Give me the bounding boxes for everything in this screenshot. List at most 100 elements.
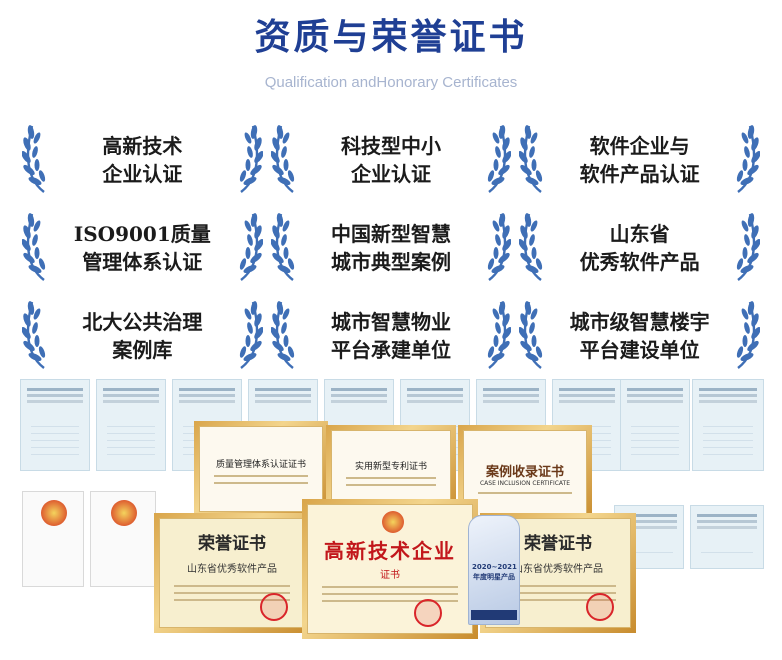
award-label: 中国新型智慧城市典型案例: [331, 220, 451, 276]
divider: [322, 586, 458, 588]
award-label: ISO9001质量管理体系认证: [74, 220, 211, 276]
red-seal-icon: [414, 599, 442, 627]
award-line-2: 企业认证: [102, 162, 183, 186]
award-line-1: 中国新型智慧: [330, 222, 451, 246]
award-label: 山东省优秀软件产品: [580, 220, 700, 276]
divider: [500, 585, 616, 587]
award-line-1: 城市智慧物业: [330, 310, 451, 334]
award-item: 科技型中小企业认证: [267, 116, 516, 204]
business-license: [22, 491, 84, 587]
divider: [500, 592, 616, 594]
case-certificate-subtitle: CASE INCLUSION CERTIFICATE: [479, 480, 571, 487]
laurel-left-icon: [519, 123, 545, 194]
award-line-2: 管理体系认证: [82, 250, 203, 274]
divider: [214, 482, 308, 484]
laurel-right-icon: [734, 123, 760, 194]
honor-certificate-subtitle: 山东省优秀软件产品: [513, 564, 603, 575]
case-certificate-title: 案例收录证书: [485, 465, 564, 480]
divider: [174, 592, 290, 594]
award-label: 北大公共治理案例库: [82, 308, 202, 364]
laurel-left-icon: [22, 123, 48, 194]
award-item: 城市级智慧楼宇平台建设单位: [515, 292, 764, 380]
award-line-1: 城市级智慧楼宇: [569, 310, 710, 334]
divider: [346, 477, 436, 479]
laurel-left-icon: [22, 299, 48, 370]
honor-certificate-title: 荣誉证书: [524, 534, 592, 554]
page-title: 资质与荣誉证书: [254, 17, 528, 58]
award-line-1: 山东省: [609, 222, 670, 246]
software-certificate: [20, 379, 90, 471]
software-certificate: [692, 379, 764, 471]
divider: [346, 484, 436, 486]
laurel-right-icon: [237, 299, 263, 370]
award-line-2: 案例库: [112, 338, 173, 362]
laurel-left-icon: [22, 211, 48, 282]
award-line-2: 企业认证: [350, 162, 431, 186]
software-certificate: [620, 379, 690, 471]
award-line-1: ISO9001质量: [73, 222, 211, 246]
laurel-left-icon: [270, 211, 297, 282]
iso-certificate-title: 质量管理体系认证证书: [215, 460, 306, 470]
laurel-right-icon: [237, 211, 263, 282]
divider: [322, 593, 458, 595]
award-label: 高新技术企业认证: [102, 132, 182, 188]
laurel-right-icon: [734, 211, 760, 282]
patent-certificate-title: 实用新型专利证书: [354, 462, 427, 472]
award-item: 高新技术企业认证: [18, 116, 267, 204]
national-emblem-icon: [41, 500, 67, 526]
laurel-right-icon: [485, 211, 512, 282]
award-line-1: 北大公共治理: [82, 310, 203, 334]
red-seal-icon: [260, 593, 288, 621]
emblem-icon: [382, 511, 404, 533]
award-line-2: 平台承建单位: [330, 338, 451, 362]
award-line-2: 软件产品认证: [579, 162, 700, 186]
trophy-base: [471, 610, 517, 620]
award-trophy: 2020~2021 年度明星产品: [468, 515, 520, 625]
award-item: ISO9001质量管理体系认证: [18, 204, 267, 292]
trophy-text: 2020~2021 年度明星产品: [472, 563, 517, 581]
award-label: 城市智慧物业平台承建单位: [331, 308, 451, 364]
laurel-left-icon: [519, 299, 545, 370]
award-line-2: 城市典型案例: [330, 250, 451, 274]
national-emblem-icon: [111, 500, 137, 526]
divider: [478, 492, 572, 494]
honor-certificate-left: 荣誉证书 山东省优秀软件产品: [154, 513, 310, 633]
award-line-1: 软件企业与: [589, 134, 690, 158]
laurel-left-icon: [270, 123, 297, 194]
honor-certificate-title: 荣誉证书: [198, 534, 266, 554]
award-line-1: 高新技术: [102, 134, 183, 158]
honor-certificate-subtitle: 山东省优秀软件产品: [187, 564, 277, 575]
divider: [174, 585, 290, 587]
laurel-right-icon: [237, 123, 263, 194]
award-label: 城市级智慧楼宇平台建设单位: [570, 308, 710, 364]
case-inclusion-certificate: 案例收录证书 CASE INCLUSION CERTIFICATE: [458, 425, 592, 521]
laurel-right-icon: [734, 299, 760, 370]
award-item: 中国新型智慧城市典型案例: [267, 204, 516, 292]
laurel-left-icon: [270, 299, 297, 370]
divider: [322, 600, 458, 602]
divider: [500, 599, 616, 601]
award-item: 山东省优秀软件产品: [515, 204, 764, 292]
laurel-left-icon: [519, 211, 545, 282]
divider: [174, 599, 290, 601]
award-line-1: 科技型中小: [340, 134, 441, 158]
award-line-2: 优秀软件产品: [579, 250, 700, 274]
award-item: 北大公共治理案例库: [18, 292, 267, 380]
software-product-certificate: [690, 505, 764, 569]
award-label: 科技型中小企业认证: [341, 132, 441, 188]
certificates-collage: 质量管理体系认证证书 实用新型专利证书 案例收录证书 CASE INCLUSIO…: [20, 375, 764, 645]
award-label: 软件企业与软件产品认证: [580, 132, 700, 188]
laurel-right-icon: [485, 299, 512, 370]
divider: [214, 475, 308, 477]
award-item: 软件企业与软件产品认证: [515, 116, 764, 204]
high-tech-enterprise-certificate: 高新技术企业 证书: [302, 499, 478, 639]
red-seal-icon: [586, 593, 614, 621]
laurel-right-icon: [485, 123, 512, 194]
software-certificate: [96, 379, 166, 471]
award-line-2: 平台建设单位: [579, 338, 700, 362]
business-license: [90, 491, 156, 587]
high-tech-certificate-subtitle: 证书: [380, 570, 400, 581]
page-subtitle: Qualification andHonorary Certificates: [264, 74, 518, 91]
award-item: 城市智慧物业平台承建单位: [267, 292, 516, 380]
